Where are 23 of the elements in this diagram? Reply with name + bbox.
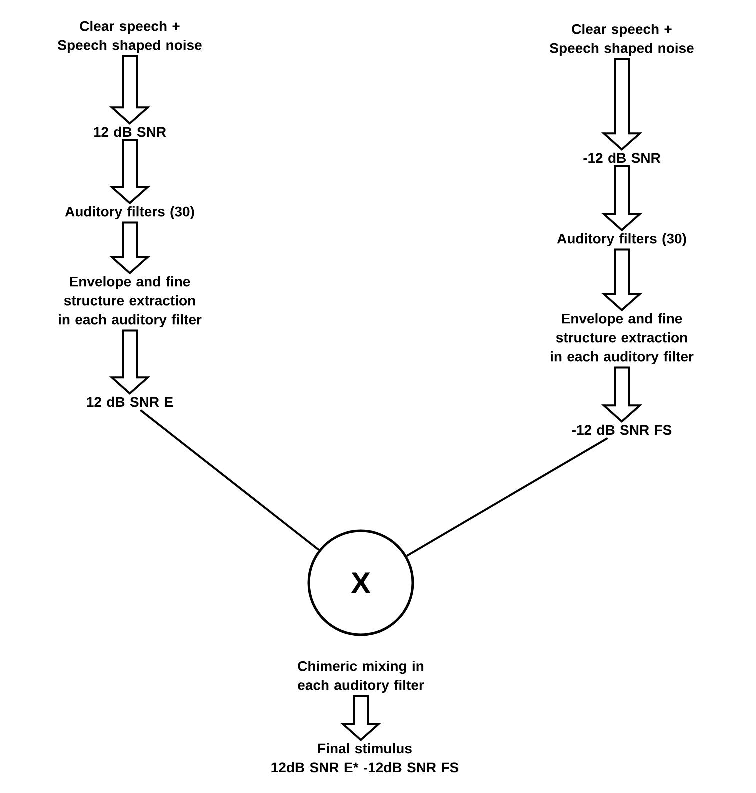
block-arrow bbox=[109, 55, 151, 125]
block-arrow bbox=[109, 139, 151, 205]
block-arrow bbox=[601, 366, 643, 423]
step-text: Auditory filters (30) bbox=[557, 233, 686, 247]
step-text: Envelope and fine structure extraction in each auditory filter bbox=[59, 276, 202, 328]
connector-line bbox=[406, 437, 608, 557]
step-text: Clear speech + Speech shaped noise bbox=[550, 24, 694, 56]
block-arrow bbox=[340, 695, 382, 742]
connector-line bbox=[140, 410, 320, 551]
step-text: Clear speech + Speech shaped noise bbox=[58, 20, 202, 54]
step-text: Envelope and fine structure extraction in each auditory filter bbox=[551, 313, 694, 365]
block-arrow bbox=[601, 165, 643, 232]
block-arrow bbox=[109, 222, 151, 275]
step-text: Chimeric mixing in each auditory filter bbox=[298, 660, 424, 694]
block-arrow bbox=[601, 248, 643, 312]
step-text: 12 dB SNR E bbox=[87, 396, 173, 408]
step-text: 12 dB SNR bbox=[94, 126, 166, 138]
step-text: Final stimulus 12dB SNR E* -12dB SNR FS bbox=[272, 743, 459, 773]
step-text: -12 dB SNR bbox=[584, 152, 661, 164]
step-text: -12 dB SNR FS bbox=[572, 424, 672, 436]
block-arrow bbox=[109, 330, 151, 395]
step-text: Auditory filters (30) bbox=[65, 206, 194, 220]
block-arrow bbox=[601, 58, 643, 151]
